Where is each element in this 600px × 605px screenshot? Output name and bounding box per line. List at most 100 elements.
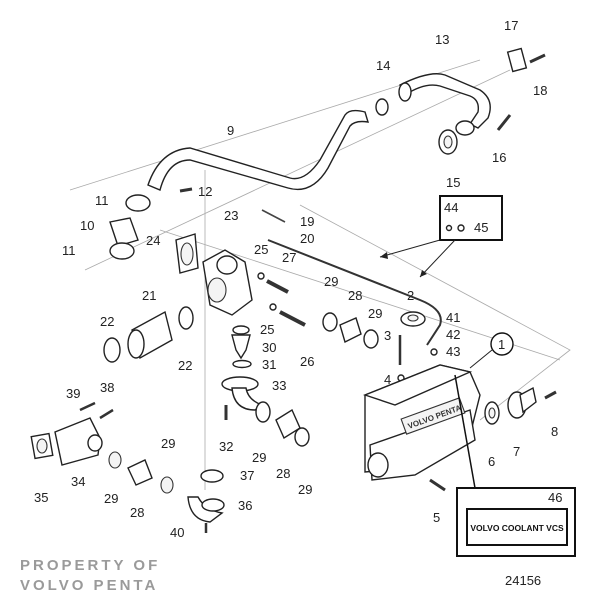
callout-25-upper: 25 (254, 242, 268, 257)
callout-37: 37 (240, 468, 254, 483)
part-24-gasket (175, 233, 199, 274)
part-15-gasket (438, 129, 458, 155)
part-11-clamp-lower (109, 242, 135, 260)
callout-43: 43 (446, 344, 460, 359)
watermark: PROPERTY OF VOLVO PENTA (20, 557, 160, 594)
part-1-expansion-tank: VOLVO PENTA (362, 364, 481, 481)
part-28-hose-a (339, 317, 362, 344)
part-22-o-ring-right (178, 306, 194, 330)
callout-31: 31 (262, 357, 276, 372)
part-29-clamp-d (294, 427, 310, 447)
callout-7: 7 (513, 444, 520, 459)
callout-11-upper: 11 (95, 193, 109, 208)
callout-41: 41 (446, 310, 460, 325)
callout-19: 19 (300, 214, 314, 229)
part-21-sleeve (127, 310, 173, 360)
callout-27: 27 (282, 250, 296, 265)
part-31-seal-ring (232, 359, 252, 369)
callout-2: 2 (407, 288, 414, 303)
part-12-bolt (179, 187, 193, 193)
callout-1: 1 (498, 337, 505, 352)
callout-6: 6 (488, 454, 495, 469)
callout-29-d: 29 (298, 482, 312, 497)
callout-10: 10 (80, 218, 94, 233)
callout-18: 18 (533, 83, 547, 98)
callout-24: 24 (146, 233, 160, 248)
part-23-thermostat-housing (202, 249, 253, 316)
callout-8: 8 (551, 424, 558, 439)
callout-25-lower: 25 (260, 322, 274, 337)
callout-28-bottom: 28 (130, 505, 144, 520)
part-16-bolt (496, 114, 512, 131)
callout-14: 14 (376, 58, 390, 73)
figure-number: 24156 (505, 573, 541, 588)
assembly-guide-lines (69, 59, 571, 490)
callout-16: 16 (492, 150, 506, 165)
callout-38: 38 (100, 380, 114, 395)
callout-44: 44 (444, 200, 458, 215)
callout-29-f: 29 (161, 436, 175, 451)
callout-26: 26 (300, 354, 314, 369)
part-9-hose (147, 109, 369, 191)
part-2-filler-cap (400, 311, 426, 327)
part-29-clamp-f (160, 476, 174, 494)
callout-29-a: 29 (324, 274, 338, 289)
part-14-o-ring (375, 98, 389, 116)
callout-3: 3 (384, 328, 391, 343)
callout-12: 12 (198, 184, 212, 199)
part-39-bolt (79, 401, 96, 412)
part-10-hose-sleeve (109, 217, 139, 247)
part-33-elbow-flange (221, 376, 264, 411)
part-30-thermostat (231, 325, 251, 360)
callout-33: 33 (272, 378, 286, 393)
callout-20: 20 (300, 231, 314, 246)
callout-32: 32 (219, 439, 233, 454)
callout-29-b: 29 (368, 306, 382, 321)
part-35-flange (30, 432, 54, 460)
callout-21: 21 (142, 288, 156, 303)
part-25-washer-upper (257, 272, 265, 280)
part-6-gasket (484, 401, 500, 425)
callout-36: 36 (238, 498, 252, 513)
part-37-gasket (200, 469, 224, 483)
callout-1-circle (490, 332, 514, 356)
watermark-line1: PROPERTY OF (20, 557, 160, 574)
watermark-line2: VOLVO PENTA (20, 577, 158, 594)
part-5-bolt (429, 478, 446, 492)
callout-17: 17 (504, 18, 518, 33)
part-25-washer-lower (269, 303, 277, 311)
part-18-bolt (529, 53, 546, 64)
callout-29-c: 29 (252, 450, 266, 465)
part-17-bracket (506, 47, 528, 73)
callout-40: 40 (170, 525, 184, 540)
callout-4: 4 (384, 372, 391, 387)
callout-15: 15 (446, 175, 460, 190)
callout-28-middle: 28 (348, 288, 362, 303)
part-22-o-ring-left (103, 337, 121, 363)
decal-box-46: VOLVO COOLANT VCS (454, 374, 576, 557)
callout-29-e: 29 (104, 491, 118, 506)
callout-22-left: 22 (100, 314, 114, 329)
detail-box-44-45 (379, 195, 503, 278)
part-29-clamp-b (363, 329, 379, 349)
part-19-20-studs (261, 209, 286, 223)
part-7-connector (507, 386, 537, 419)
callout-35: 35 (34, 490, 48, 505)
callout-9: 9 (227, 123, 234, 138)
part-41-pipe (267, 239, 442, 346)
callout-13: 13 (435, 32, 449, 47)
part-28-hose-b (127, 459, 153, 486)
callout-42: 42 (446, 327, 460, 342)
part-38-bolt (99, 408, 114, 420)
part-8-bolt (544, 390, 557, 400)
callout-5: 5 (433, 510, 440, 525)
part-43-nut (430, 348, 438, 356)
callout-34: 34 (71, 474, 85, 489)
callout-45: 45 (474, 220, 488, 235)
part-36-elbow (187, 496, 225, 523)
callout-39: 39 (66, 386, 80, 401)
decal-text: VOLVO COOLANT VCS (470, 523, 564, 533)
part-11-clamp-upper (125, 194, 151, 212)
